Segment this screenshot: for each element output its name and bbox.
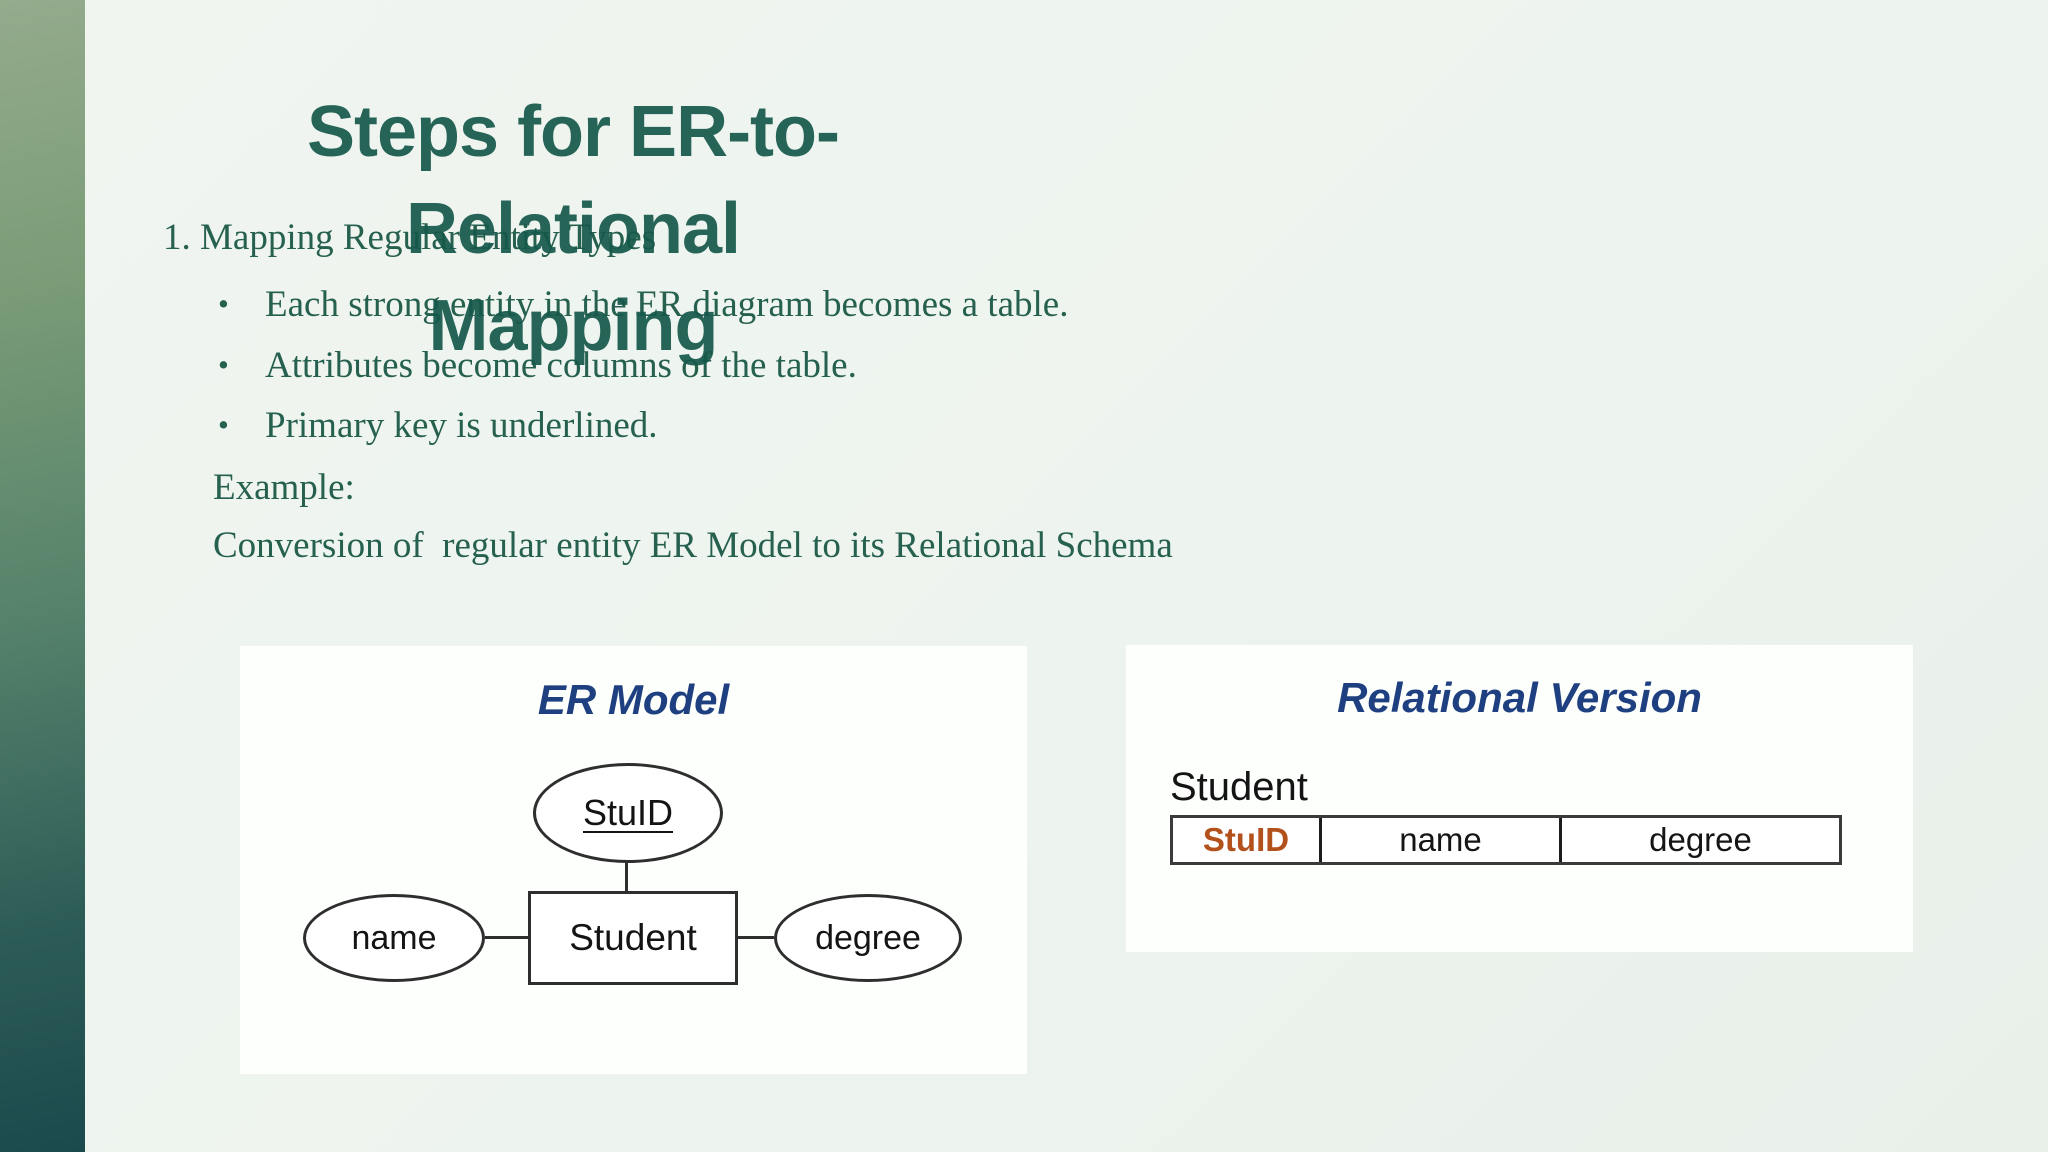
relation-column-stuid: StuID [1173,818,1322,862]
bullet-item: • Each strong entity in the ER diagram b… [218,283,1068,326]
attribute-label-name: name [351,918,437,957]
slide-title-line2: Mapping [428,286,719,366]
relational-version-caption: Relational Version [1337,674,1702,721]
entity-rect-student: Student [528,891,738,985]
slide-title-line1: Steps for ER-to-Relational [307,92,840,269]
connector-stuid-student [625,863,628,893]
relation-table: StuID name degree [1170,815,1842,865]
numbered-item-heading: 1. Mapping Regular Entity Types [163,217,657,258]
bullet-item: • Primary key is underlined. [218,404,658,447]
bullet-text: Attributes become columns of the table. [265,345,857,386]
bullet-text: Primary key is underlined. [265,405,658,446]
relation-column-degree: degree [1649,821,1752,858]
attribute-ellipse-degree: degree [774,894,962,982]
er-model-caption: ER Model [537,676,730,723]
key-attribute-label: StuID [582,792,674,833]
example-label: Example: [213,467,355,508]
connector-name-student [485,936,528,939]
bullet-item: • Attributes become columns of the table… [218,344,857,387]
er-model-figure: ER Model StuID Student name degree [240,646,1027,1074]
example-caption: Conversion of regular entity ER Model to… [213,525,1173,566]
attribute-ellipse-stuid: StuID [533,763,723,863]
bullet-marker: • [218,407,229,442]
entity-label: Student [569,917,697,958]
relation-column-name: name [1322,818,1562,862]
relation-table-name: Student [1170,765,1308,809]
left-gradient-strip [0,0,85,1152]
slide-title: Steps for ER-to-Relational Mapping [140,84,1006,375]
connector-student-degree [738,936,774,939]
attribute-ellipse-name: name [303,894,485,982]
bullet-text: Each strong entity in the ER diagram bec… [265,284,1069,325]
bullet-marker: • [218,347,229,382]
bullet-marker: • [218,286,229,321]
relational-version-figure: Relational Version Student StuID name de… [1126,645,1913,952]
attribute-label-degree: degree [815,918,921,957]
